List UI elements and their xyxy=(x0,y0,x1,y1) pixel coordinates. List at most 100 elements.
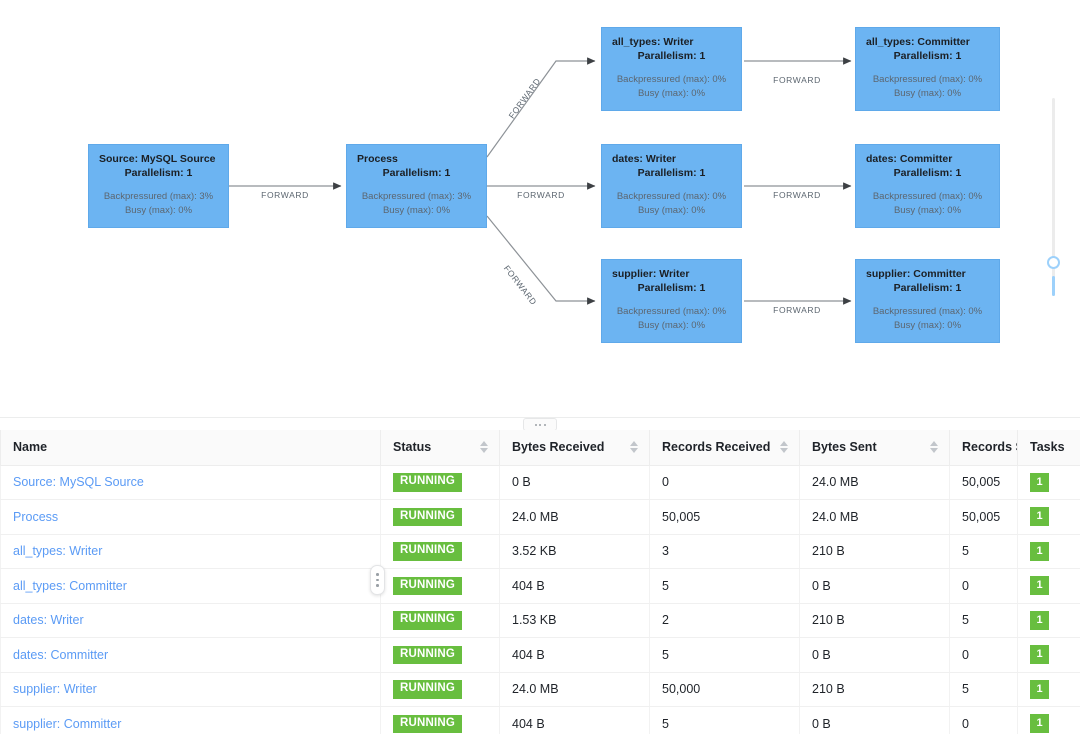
vertex-link[interactable]: supplier: Committer xyxy=(13,716,122,731)
node-busy: Busy (max): 0% xyxy=(637,319,706,331)
vertex-link[interactable]: dates: Writer xyxy=(13,613,84,628)
svg-text:FORWARD: FORWARD xyxy=(507,76,543,120)
node-backpressured: Backpressured (max): 0% xyxy=(872,190,983,202)
job-graph-pane[interactable]: FORWARD FORWARD FORWARD FORWARD FORWARD … xyxy=(0,0,1080,418)
cell-records-sent: 50,005 xyxy=(949,499,1018,535)
task-count-badge: 1 xyxy=(1030,507,1049,527)
node-parallelism: Parallelism: 1 xyxy=(124,166,193,179)
vertices-table-pane[interactable]: Name Status Bytes Received Records Recei… xyxy=(0,430,1080,734)
graph-node-all-types-writer[interactable]: all_types: Writer Parallelism: 1 Backpre… xyxy=(601,27,742,111)
status-badge: RUNNING xyxy=(393,576,463,595)
cell-name[interactable]: all_types: Writer xyxy=(0,534,381,569)
status-badge: RUNNING xyxy=(393,611,463,630)
node-busy: Busy (max): 0% xyxy=(637,87,706,99)
node-metrics: Backpressured (max): 0% Busy (max): 0% xyxy=(866,190,989,219)
cell-name[interactable]: Process xyxy=(0,499,381,535)
column-header-bytes-sent[interactable]: Bytes Sent xyxy=(799,430,950,466)
cell-records-sent: 0 xyxy=(949,706,1018,734)
zoom-slider-track[interactable] xyxy=(1052,98,1055,296)
node-title: Source: MySQL Source xyxy=(99,153,216,165)
column-header-tasks[interactable]: Tasks xyxy=(1017,430,1080,466)
graph-node-dates-committer[interactable]: dates: Committer Parallelism: 1 Backpres… xyxy=(855,144,1000,228)
column-header-name[interactable]: Name xyxy=(0,430,381,466)
table-header-row: Name Status Bytes Received Records Recei… xyxy=(0,430,1080,466)
graph-node-supplier-writer[interactable]: supplier: Writer Parallelism: 1 Backpres… xyxy=(601,259,742,343)
node-title: supplier: Committer xyxy=(866,268,966,280)
status-badge: RUNNING xyxy=(393,507,463,526)
cell-records-received: 0 xyxy=(649,465,800,500)
node-parallelism: Parallelism: 1 xyxy=(893,166,962,179)
sort-arrows-icon[interactable] xyxy=(930,440,939,454)
status-badge: RUNNING xyxy=(393,680,463,699)
vertex-link[interactable]: supplier: Writer xyxy=(13,682,97,697)
node-metrics: Backpressured (max): 0% Busy (max): 0% xyxy=(612,190,731,219)
pane-splitter[interactable] xyxy=(0,417,1080,431)
node-backpressured: Backpressured (max): 0% xyxy=(616,305,727,317)
node-parallelism: Parallelism: 1 xyxy=(382,166,451,179)
cell-name[interactable]: all_types: Committer xyxy=(0,568,381,604)
node-backpressured: Backpressured (max): 3% xyxy=(103,190,214,202)
graph-edges: FORWARD FORWARD FORWARD FORWARD FORWARD … xyxy=(229,57,852,315)
node-title: all_types: Committer xyxy=(866,36,970,48)
cell-records-received: 3 xyxy=(649,534,800,569)
vertex-link[interactable]: all_types: Committer xyxy=(13,578,127,593)
vertex-link[interactable]: Process xyxy=(13,509,59,524)
cell-bytes-received: 24.0 MB xyxy=(499,499,650,535)
task-count-badge: 1 xyxy=(1030,714,1049,734)
vertex-link[interactable]: dates: Committer xyxy=(13,647,109,662)
node-backpressured: Backpressured (max): 0% xyxy=(616,73,727,85)
column-header-status[interactable]: Status xyxy=(380,430,500,466)
node-metrics: Backpressured (max): 0% Busy (max): 0% xyxy=(866,305,989,334)
sort-arrows-icon[interactable] xyxy=(480,440,489,454)
cell-bytes-received: 404 B xyxy=(499,568,650,604)
cell-records-received: 5 xyxy=(649,706,800,734)
vertex-link[interactable]: all_types: Writer xyxy=(13,544,103,559)
cell-name[interactable]: dates: Writer xyxy=(0,603,381,638)
graph-node-source[interactable]: Source: MySQL Source Parallelism: 1 Back… xyxy=(88,144,229,228)
task-count-badge: 1 xyxy=(1030,645,1049,665)
vertex-link[interactable]: Source: MySQL Source xyxy=(13,475,144,490)
cell-name[interactable]: supplier: Writer xyxy=(0,672,381,707)
graph-node-process[interactable]: Process Parallelism: 1 Backpressured (ma… xyxy=(346,144,487,228)
column-header-bytes-received[interactable]: Bytes Received xyxy=(499,430,650,466)
graph-node-dates-writer[interactable]: dates: Writer Parallelism: 1 Backpressur… xyxy=(601,144,742,228)
cell-name[interactable]: dates: Committer xyxy=(0,637,381,673)
cell-records-received: 5 xyxy=(649,568,800,604)
graph-node-supplier-committer[interactable]: supplier: Committer Parallelism: 1 Backp… xyxy=(855,259,1000,343)
svg-text:FORWARD: FORWARD xyxy=(773,305,821,315)
cell-name[interactable]: supplier: Committer xyxy=(0,706,381,734)
cell-tasks: 1 xyxy=(1017,534,1080,569)
cell-tasks: 1 xyxy=(1017,465,1080,500)
cell-records-sent: 5 xyxy=(949,534,1018,569)
zoom-slider-knob[interactable] xyxy=(1047,256,1060,269)
cell-records-sent: 50,005 xyxy=(949,465,1018,500)
column-resize-handle-icon[interactable] xyxy=(370,565,385,595)
node-busy: Busy (max): 0% xyxy=(893,87,962,99)
column-header-records-sent[interactable]: Records S xyxy=(949,430,1018,466)
node-metrics: Backpressured (max): 0% Busy (max): 0% xyxy=(612,305,731,334)
cell-status: RUNNING xyxy=(380,465,500,500)
graph-node-all-types-committer[interactable]: all_types: Committer Parallelism: 1 Back… xyxy=(855,27,1000,111)
node-parallelism: Parallelism: 1 xyxy=(637,49,706,62)
column-header-records-received[interactable]: Records Received xyxy=(649,430,800,466)
sort-arrows-icon[interactable] xyxy=(780,440,789,454)
node-backpressured: Backpressured (max): 3% xyxy=(361,190,472,202)
cell-name[interactable]: Source: MySQL Source xyxy=(0,465,381,500)
vertices-table: Name Status Bytes Received Records Recei… xyxy=(0,430,1080,734)
cell-bytes-sent: 0 B xyxy=(799,637,950,673)
svg-text:FORWARD: FORWARD xyxy=(502,263,539,307)
cell-bytes-received: 0 B xyxy=(499,465,650,500)
graph-zoom-slider[interactable] xyxy=(1047,98,1061,296)
cell-records-sent: 5 xyxy=(949,603,1018,638)
sort-arrows-icon[interactable] xyxy=(630,440,639,454)
cell-bytes-sent: 210 B xyxy=(799,672,950,707)
node-metrics: Backpressured (max): 3% Busy (max): 0% xyxy=(99,190,218,219)
